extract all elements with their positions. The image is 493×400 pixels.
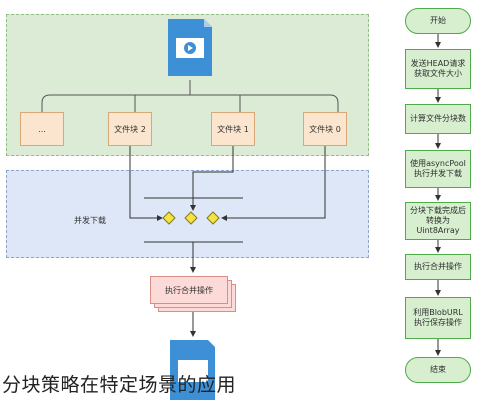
chunk-0: 文件块 0 <box>303 112 347 146</box>
file-video-icon <box>168 19 212 76</box>
chunk-1: 文件块 1 <box>211 112 255 146</box>
chunk-2: 文件块 2 <box>108 112 152 146</box>
merged-file-icon <box>170 340 215 400</box>
merge-step: 执行合并操作 <box>150 276 228 304</box>
downloader-label: 并发下载 <box>74 216 106 225</box>
concurrency-markers <box>162 211 220 225</box>
flow-async-pool: 使用asyncPool 执行并发下载 <box>405 150 471 188</box>
flow-start: 开始 <box>405 8 471 34</box>
flow-merge: 执行合并操作 <box>405 254 471 280</box>
flow-end: 结束 <box>405 357 471 383</box>
flow-uint8array: 分块下载完成后 转换为Uint8Array <box>405 202 471 240</box>
caption: 分块策略在特定场景的应用 <box>2 374 237 396</box>
flow-blob-url: 利用BlobURL 执行保存操作 <box>405 297 471 339</box>
chunk-ellipsis: ... <box>20 112 64 146</box>
concurrent-download-zone <box>6 170 369 258</box>
flow-head-request: 发送HEAD请求 获取文件大小 <box>405 49 471 89</box>
flow-calc-chunks: 计算文件分块数 <box>405 104 471 134</box>
